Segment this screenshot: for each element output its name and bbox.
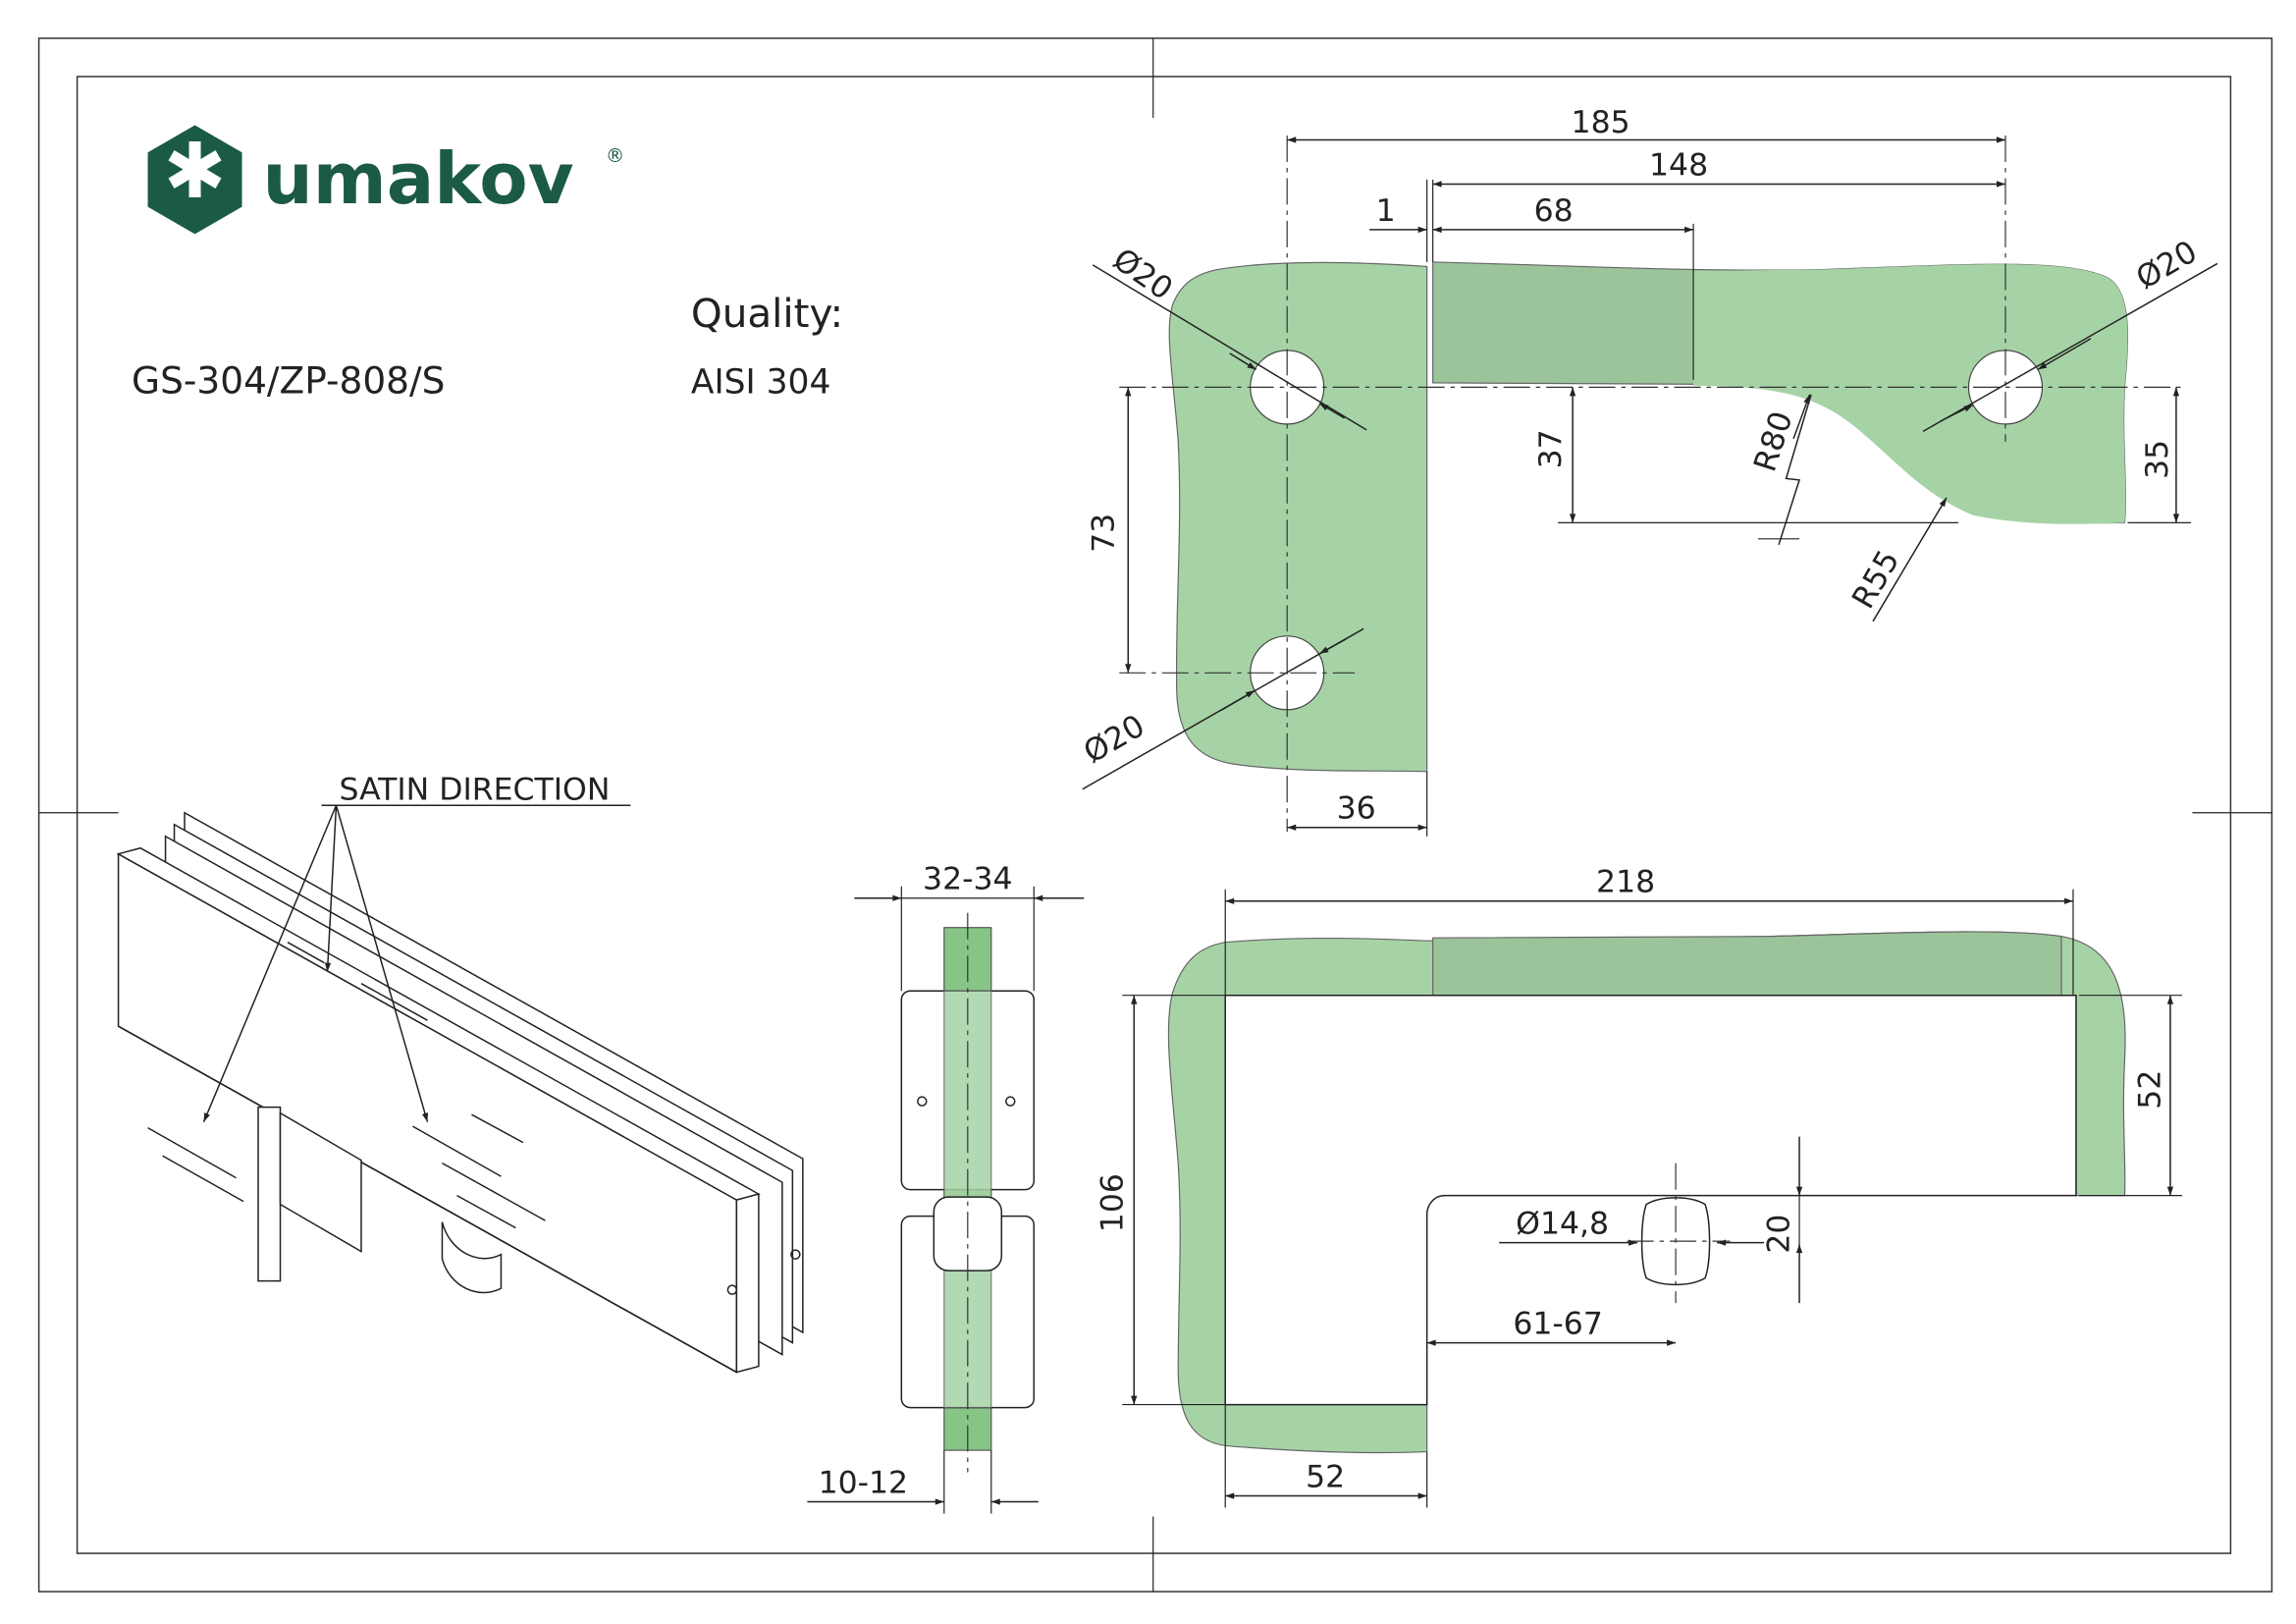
brand-logo: umakov ®: [147, 125, 624, 235]
dim-pivot-offset: 20: [1762, 1215, 1797, 1254]
dim-pivot-distance: 61-67: [1513, 1307, 1602, 1342]
dim-slot-width: 68: [1534, 193, 1574, 229]
dim-bottom-leg-width: 52: [1306, 1460, 1345, 1495]
bottom-inner-cutout: [1224, 994, 2077, 1406]
isometric-view: SATIN DIRECTION: [116, 772, 804, 1374]
dim-bottom-left-height: 106: [1095, 1173, 1130, 1232]
dim-hole-dia-top-right: Ø20: [2130, 234, 2203, 297]
pivot-pin-icon: [1627, 1163, 1731, 1304]
dim-hole-dia-bottom: Ø20: [1078, 708, 1150, 771]
side-view: 32-34 10-12: [807, 862, 1085, 1514]
dim-left-leg-width: 36: [1337, 791, 1376, 827]
dim-gap: 1: [1376, 193, 1396, 229]
quality-label: Quality:: [691, 290, 843, 337]
top-view: 185 148 68 1 Ø20 Ø20 Ø20 73 37: [1078, 105, 2218, 837]
dim-hole-spacing: 73: [1086, 514, 1121, 553]
dim-glass-thickness: 10-12: [819, 1466, 909, 1501]
dim-hole-dia-top-left: Ø20: [1106, 242, 1179, 307]
product-code: GS-304/ZP-808/S: [132, 358, 445, 402]
quality-value: AISI 304: [691, 362, 831, 402]
dim-side-thickness: 32-34: [923, 862, 1013, 897]
dim-right-depth: 35: [2140, 440, 2175, 479]
dim-bottom-overall-width: 218: [1596, 865, 1655, 900]
dim-inner-depth: 37: [1533, 429, 1569, 468]
bottom-dark-band: [1432, 931, 2062, 997]
top-left-glass-part: [1168, 261, 1428, 773]
bottom-glass-outline: [1167, 931, 2126, 1454]
sheet-frame: [37, 37, 2273, 1593]
dim-radius-r80: R80: [1747, 407, 1799, 476]
dim-pivot-dia: Ø14,8: [1516, 1207, 1609, 1242]
satin-direction-label: SATIN DIRECTION: [339, 772, 610, 807]
dim-overall-width: 185: [1572, 105, 1630, 140]
top-right-lobe: [1693, 264, 2128, 524]
bottom-view: 218 52 106 Ø14,8 20 61-67 52: [1095, 865, 2182, 1508]
dim-inner-width: 148: [1649, 147, 1708, 183]
dim-bottom-right-height: 52: [2132, 1070, 2167, 1110]
logo-mark-icon: [147, 125, 242, 235]
brand-name: umakov: [263, 137, 574, 220]
registered-mark: ®: [606, 144, 624, 167]
